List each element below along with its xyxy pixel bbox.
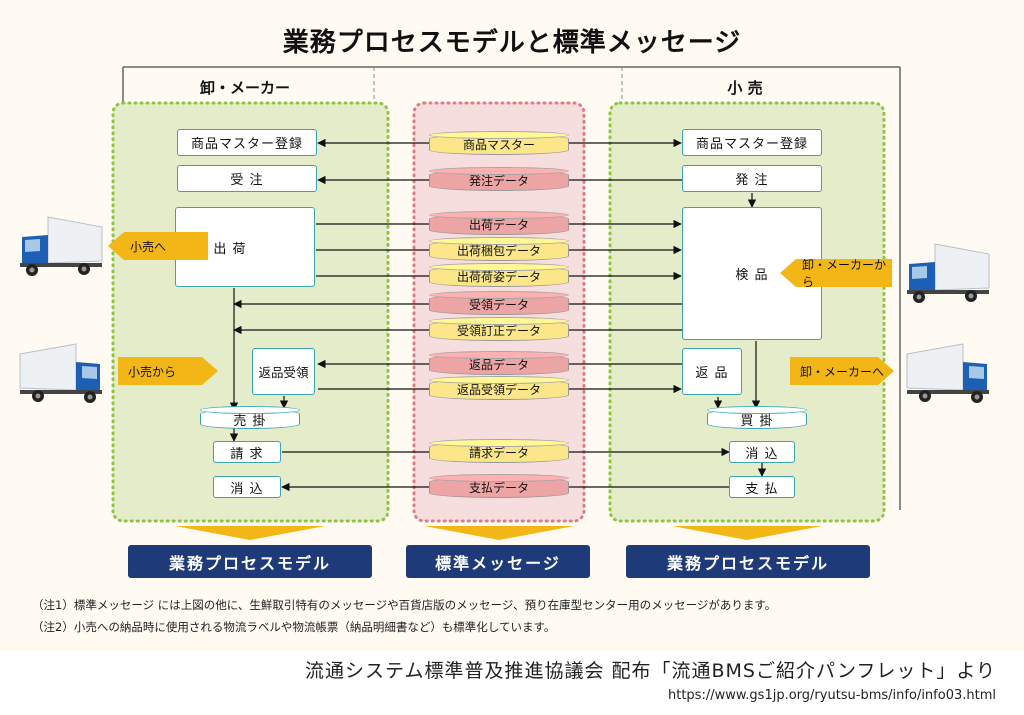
banner-process-model-right: 業務プロセスモデル: [626, 545, 870, 578]
msg-return-receipt-data: 返品受領データ: [429, 379, 569, 400]
msg-receipt-correction-data-label: 受領訂正データ: [456, 324, 541, 338]
msg-receipt-correction-data: 受領訂正データ: [429, 320, 569, 341]
truck-icon: [19, 343, 102, 403]
cyl-accounts-receivable-label: 売 掛: [233, 413, 267, 429]
msg-order-data-label: 発注データ: [468, 174, 529, 188]
msg-shipping-data-label: 出荷データ: [468, 218, 529, 232]
box-payment: 支 払: [729, 476, 795, 498]
note-1: （注1）標準メッセージ には上図の他に、生鮮取引特有のメッセージや百貨店版のメッ…: [32, 598, 777, 612]
msg-payment-data: 支払データ: [429, 477, 569, 498]
msg-product-master-label: 商品マスター: [462, 138, 535, 152]
msg-shipping-pack-data: 出荷梱包データ: [429, 240, 569, 261]
column-head-wholesale: 卸・メーカー: [199, 79, 290, 97]
note-2: （注2）小売への納品時に使用される物流ラベルや物流帳票（納品明細書など）も標準化…: [32, 620, 556, 634]
msg-return-data: 返品データ: [429, 354, 569, 375]
truck-icon: [907, 243, 990, 303]
banner-process-model-left: 業務プロセスモデル: [128, 545, 372, 578]
msg-shipping-form-data: 出荷荷姿データ: [429, 266, 569, 287]
msg-receipt-data: 受領データ: [429, 294, 569, 315]
column-head-retail: 小 売: [727, 79, 763, 97]
cyl-accounts-receivable: 売 掛: [200, 409, 300, 429]
box-receive-order: 受 注: [177, 165, 317, 192]
diagram-canvas: 業務プロセスモデルと標準メッセージ 卸・メーカー 小 売: [0, 0, 1024, 651]
arrow-to-wholesale: 卸・メーカーへ: [790, 357, 894, 385]
banner-standard-message: 標準メッセージ: [406, 545, 590, 578]
msg-billing-data-label: 請求データ: [468, 446, 529, 460]
msg-order-data: 発注データ: [429, 170, 569, 191]
arrow-to-retail: 小売へ: [108, 232, 208, 260]
box-billing: 請 求: [213, 441, 281, 463]
msg-shipping-data: 出荷データ: [429, 214, 569, 235]
box-clearing-retail: 消 込: [729, 441, 795, 463]
source-url: https://www.gs1jp.org/ryutsu-bms/info/in…: [667, 688, 996, 703]
page-title: 業務プロセスモデルと標準メッセージ: [282, 28, 742, 58]
source-credit: 流通システム標準普及推進協議会 配布「流通BMSご紹介パンフレット」より: [305, 660, 996, 682]
msg-product-master: 商品マスター: [429, 134, 569, 155]
box-product-master-retail: 商品マスター登録: [682, 129, 822, 156]
msg-shipping-pack-data-label: 出荷梱包データ: [456, 244, 541, 258]
arrow-from-retail: 小売から: [118, 357, 218, 385]
arrow-from-wholesale: 卸・メーカーから: [780, 259, 892, 287]
box-return-received: 返品受領: [252, 348, 315, 395]
truck-icon: [20, 216, 103, 276]
msg-receipt-data-label: 受領データ: [468, 298, 529, 312]
cyl-accounts-payable: 買 掛: [707, 409, 807, 429]
box-clearing-wholesale: 消 込: [213, 476, 281, 498]
box-product-master-wholesale: 商品マスター登録: [177, 129, 317, 156]
msg-shipping-form-data-label: 出荷荷姿データ: [456, 270, 541, 284]
truck-icon: [906, 343, 989, 403]
box-return: 返 品: [682, 348, 742, 395]
cyl-accounts-payable-label: 買 掛: [740, 413, 774, 429]
box-place-order: 発 注: [682, 165, 822, 192]
msg-return-data-label: 返品データ: [468, 358, 529, 372]
msg-return-receipt-data-label: 返品受領データ: [456, 383, 541, 397]
msg-billing-data: 請求データ: [429, 442, 569, 463]
msg-payment-data-label: 支払データ: [468, 481, 529, 495]
